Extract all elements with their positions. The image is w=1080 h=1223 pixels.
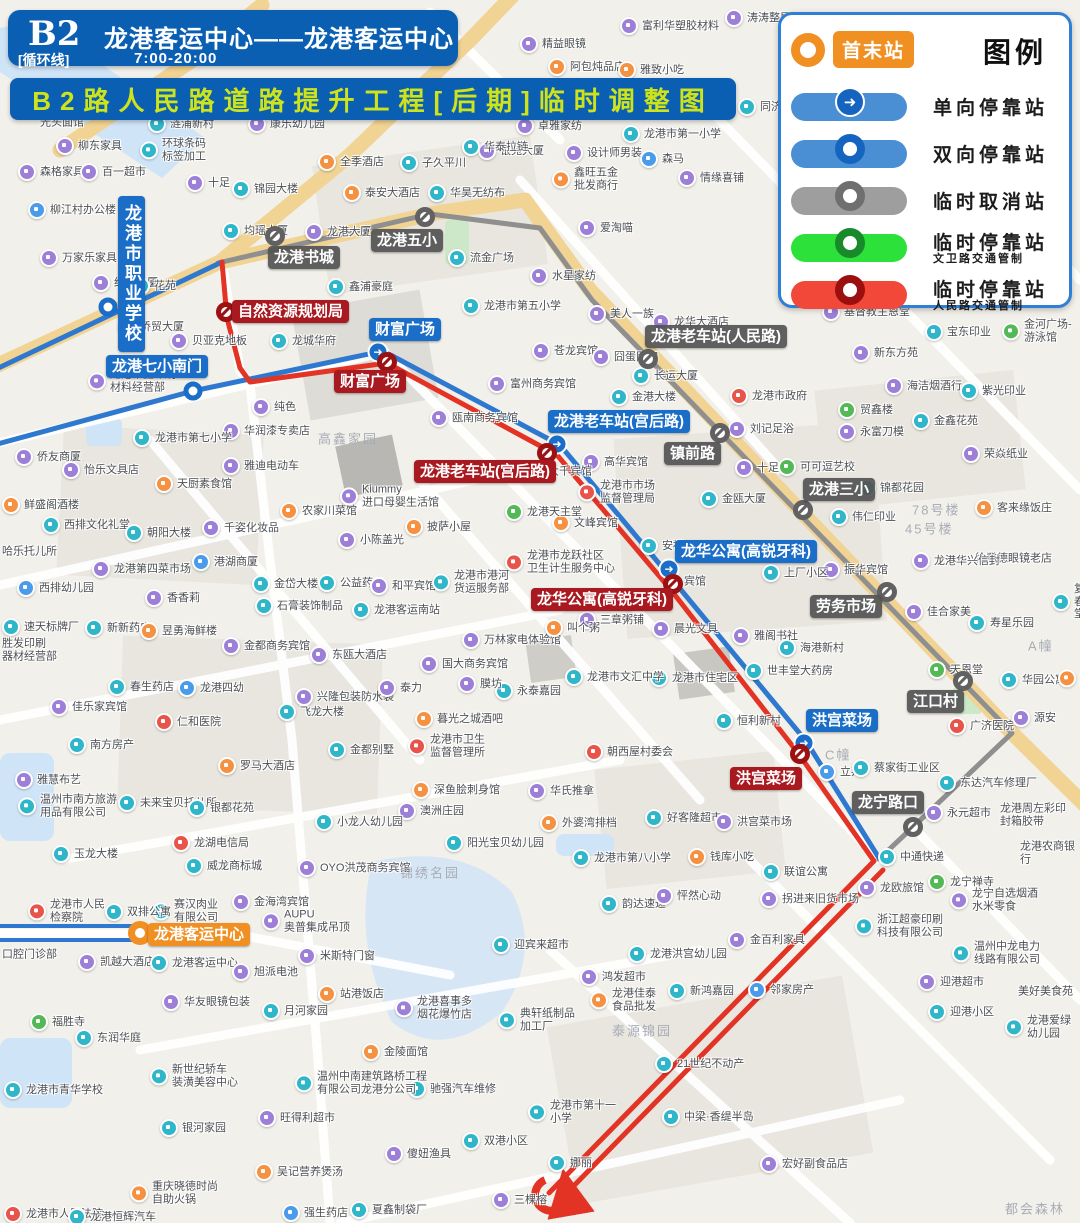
station-label: 龙华公寓(高锐牙科) [531,588,673,611]
legend-row: 临时停靠站文卫路交通管制 [791,228,1065,274]
legend-item-label: 临时停靠站 [933,280,1049,301]
station-label: 龙港五小 [371,229,444,252]
station-label: 龙宁路口 [852,791,925,814]
route-number: B2 [28,14,81,54]
station-cancelled-marker [415,207,435,227]
station-label: 财富广场 [369,318,442,341]
legend-row: 临时停靠站人民路交通管制 [791,275,1065,321]
route-line-red [219,259,877,1196]
station-cancelled-marker [953,671,973,691]
station-label: 龙港老车站(宫后路) [414,460,556,483]
station-two-way-marker [183,381,203,401]
legend-item-label: 临时停靠站 [933,233,1049,254]
station-label: 洪宫菜场 [730,767,803,790]
station-label: 龙华公寓(高锐牙科) [675,540,817,563]
legend-item-label: 单向停靠站 [933,98,1049,119]
station-cancelled-marker [903,817,923,837]
legend-station-icon [835,275,865,305]
station-label: 江口村 [907,690,965,713]
legend-panel: 图例 首末站 ➜单向停靠站双向停靠站临时取消站临时停靠站文卫路交通管制临时停靠站… [778,12,1072,312]
station-label: 劳务市场 [810,595,883,618]
station-temp-renmin-marker [377,352,397,372]
legend-row: 临时取消站 [791,181,1065,227]
notice-banner-text: B2路人民路道路提升工程[后期]临时调整图 [32,85,714,116]
uturn-arrow-icon [531,1168,595,1220]
route-title: 龙港客运中心——龙港客运中心 [104,26,454,53]
legend-item-sublabel: 文卫路交通管制 [933,253,1024,265]
terminus-label: 首末站 [833,31,915,68]
legend-station-icon: ➜ [835,87,865,117]
route-line-blue [0,259,225,371]
route-header: B2 [循环线] 龙港客运中心——龙港客运中心 7:00-20:00 [8,10,458,68]
station-label: 财富广场 [334,370,407,393]
station-label: 龙港客运中心 [148,923,251,946]
station-cancelled-marker [638,349,658,369]
route-loop-tag: [循环线] [18,52,70,68]
station-cancelled-marker [710,423,730,443]
route-hours: 7:00-20:00 [134,50,218,67]
station-label: 龙港老车站(宫后路) [548,410,690,433]
route-line-red [555,867,886,1205]
station-temp-renmin-marker [790,744,810,764]
legend-row: ➜ 单向停靠站 [791,87,1065,133]
terminus-ring-icon [791,32,825,67]
station-label: 龙港书城 [268,246,341,269]
station-label: 龙港三小 [803,478,876,501]
station-cancelled-marker [793,500,813,520]
notice-banner: B2路人民路道路提升工程[后期]临时调整图 [10,78,736,120]
legend-station-icon [835,181,865,211]
legend-terminus-row: 首末站 [791,31,915,68]
station-label: 龙港市职业学校 [118,196,145,352]
legend-item-sublabel: 人民路交通管制 [933,300,1024,312]
legend-station-icon [835,228,865,258]
legend-item-label: 临时取消站 [933,192,1049,213]
legend-row: 双向停靠站 [791,134,1065,180]
station-label: 镇前路 [664,442,722,465]
legend-title: 图例 [982,37,1047,68]
station-label: 龙港老车站(人民路) [645,325,787,348]
station-cancelled-marker [877,582,897,602]
legend-item-label: 双向停靠站 [933,145,1049,166]
station-two-way-marker [98,297,118,317]
station-label: 龙港七小南门 [106,355,209,378]
station-cancelled-marker [265,226,285,246]
legend-station-icon [835,134,865,164]
station-label: 自然资源规划局 [232,300,350,323]
station-label: 洪宫菜场 [806,709,879,732]
